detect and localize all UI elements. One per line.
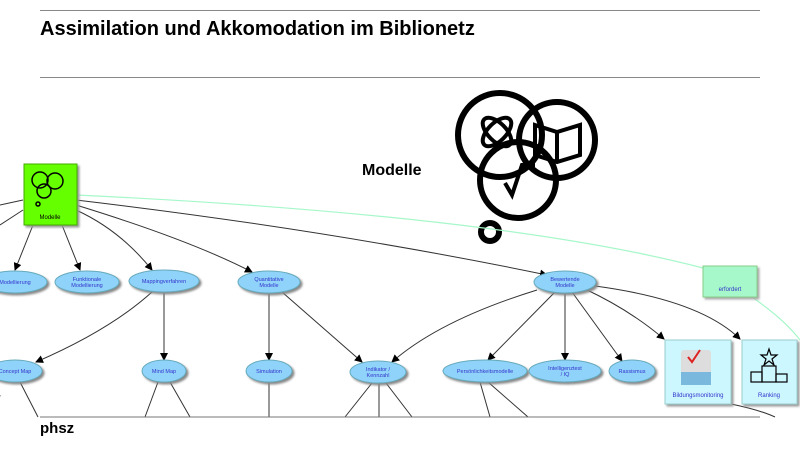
node-label: Bildungsmonitoring xyxy=(672,393,723,399)
node-label: Mappingverfahren xyxy=(142,279,186,285)
node-modellierung[interactable]: Modellierung xyxy=(0,270,48,294)
node-erfordert[interactable]: erfordert xyxy=(702,265,758,298)
node-label: Modelle xyxy=(39,215,61,221)
page-title: Assimilation und Akkomodation im Biblion… xyxy=(40,18,475,40)
graph-edges xyxy=(0,199,776,418)
node-simulation[interactable]: Simulation xyxy=(245,359,293,383)
title-divider xyxy=(40,77,760,78)
node-ellipse xyxy=(528,359,602,383)
node-concept-map[interactable]: Concept Map xyxy=(0,359,43,383)
node-mind-map[interactable]: Mind Map xyxy=(141,359,187,383)
node-ellipse xyxy=(0,359,43,383)
node-ellipse xyxy=(128,269,200,293)
node-indikator-kennzahl[interactable]: Indikator /Kennzahl xyxy=(349,360,407,384)
node-label: Simulation xyxy=(256,369,282,375)
node-mappingverfahren[interactable]: Mappingverfahren xyxy=(128,269,200,293)
models-large-icon xyxy=(455,90,598,244)
node-ellipse xyxy=(608,359,656,383)
podium-checklist-icon xyxy=(681,349,711,385)
node-label: Modellierung xyxy=(0,280,31,286)
node-label: Ranking xyxy=(758,393,780,399)
footer-logo: phsz xyxy=(40,420,75,437)
top-divider xyxy=(40,10,760,11)
node-label: Intelligenztest/ IQ xyxy=(548,366,582,378)
node-label: Concept Map xyxy=(0,369,31,375)
node-persönlichkeitsmodelle[interactable]: Persönlichkeitsmodelle xyxy=(442,359,528,383)
topic-heading: Modelle xyxy=(362,162,422,179)
node-rassismus[interactable]: Rassismus xyxy=(608,359,656,383)
node-label: Mind Map xyxy=(152,369,176,375)
node-ellipse xyxy=(0,270,48,294)
node-ellipse xyxy=(442,359,528,383)
models-icon xyxy=(31,171,64,207)
node-bildungsmonitoring[interactable]: Bildungsmonitoring xyxy=(664,339,732,405)
node-label: Rassismus xyxy=(619,369,646,375)
node-ellipse xyxy=(349,360,407,384)
node-label: Indikator /Kennzahl xyxy=(366,367,391,379)
node-ellipse xyxy=(245,359,293,383)
node-modelle[interactable]: Modelle xyxy=(23,163,78,226)
relation-label: erfordert xyxy=(719,287,742,293)
relation-edges xyxy=(75,194,800,341)
node-label: Persönlichkeitsmodelle xyxy=(457,369,513,375)
node-ellipse xyxy=(54,270,120,294)
node-ellipse xyxy=(533,270,597,294)
node-ellipse xyxy=(141,359,187,383)
node-ellipse xyxy=(237,270,301,294)
ranking-star-icon xyxy=(750,347,788,383)
node-intelligenztest-iq[interactable]: Intelligenztest/ IQ xyxy=(528,359,602,383)
node-ranking[interactable]: Ranking xyxy=(741,339,798,405)
